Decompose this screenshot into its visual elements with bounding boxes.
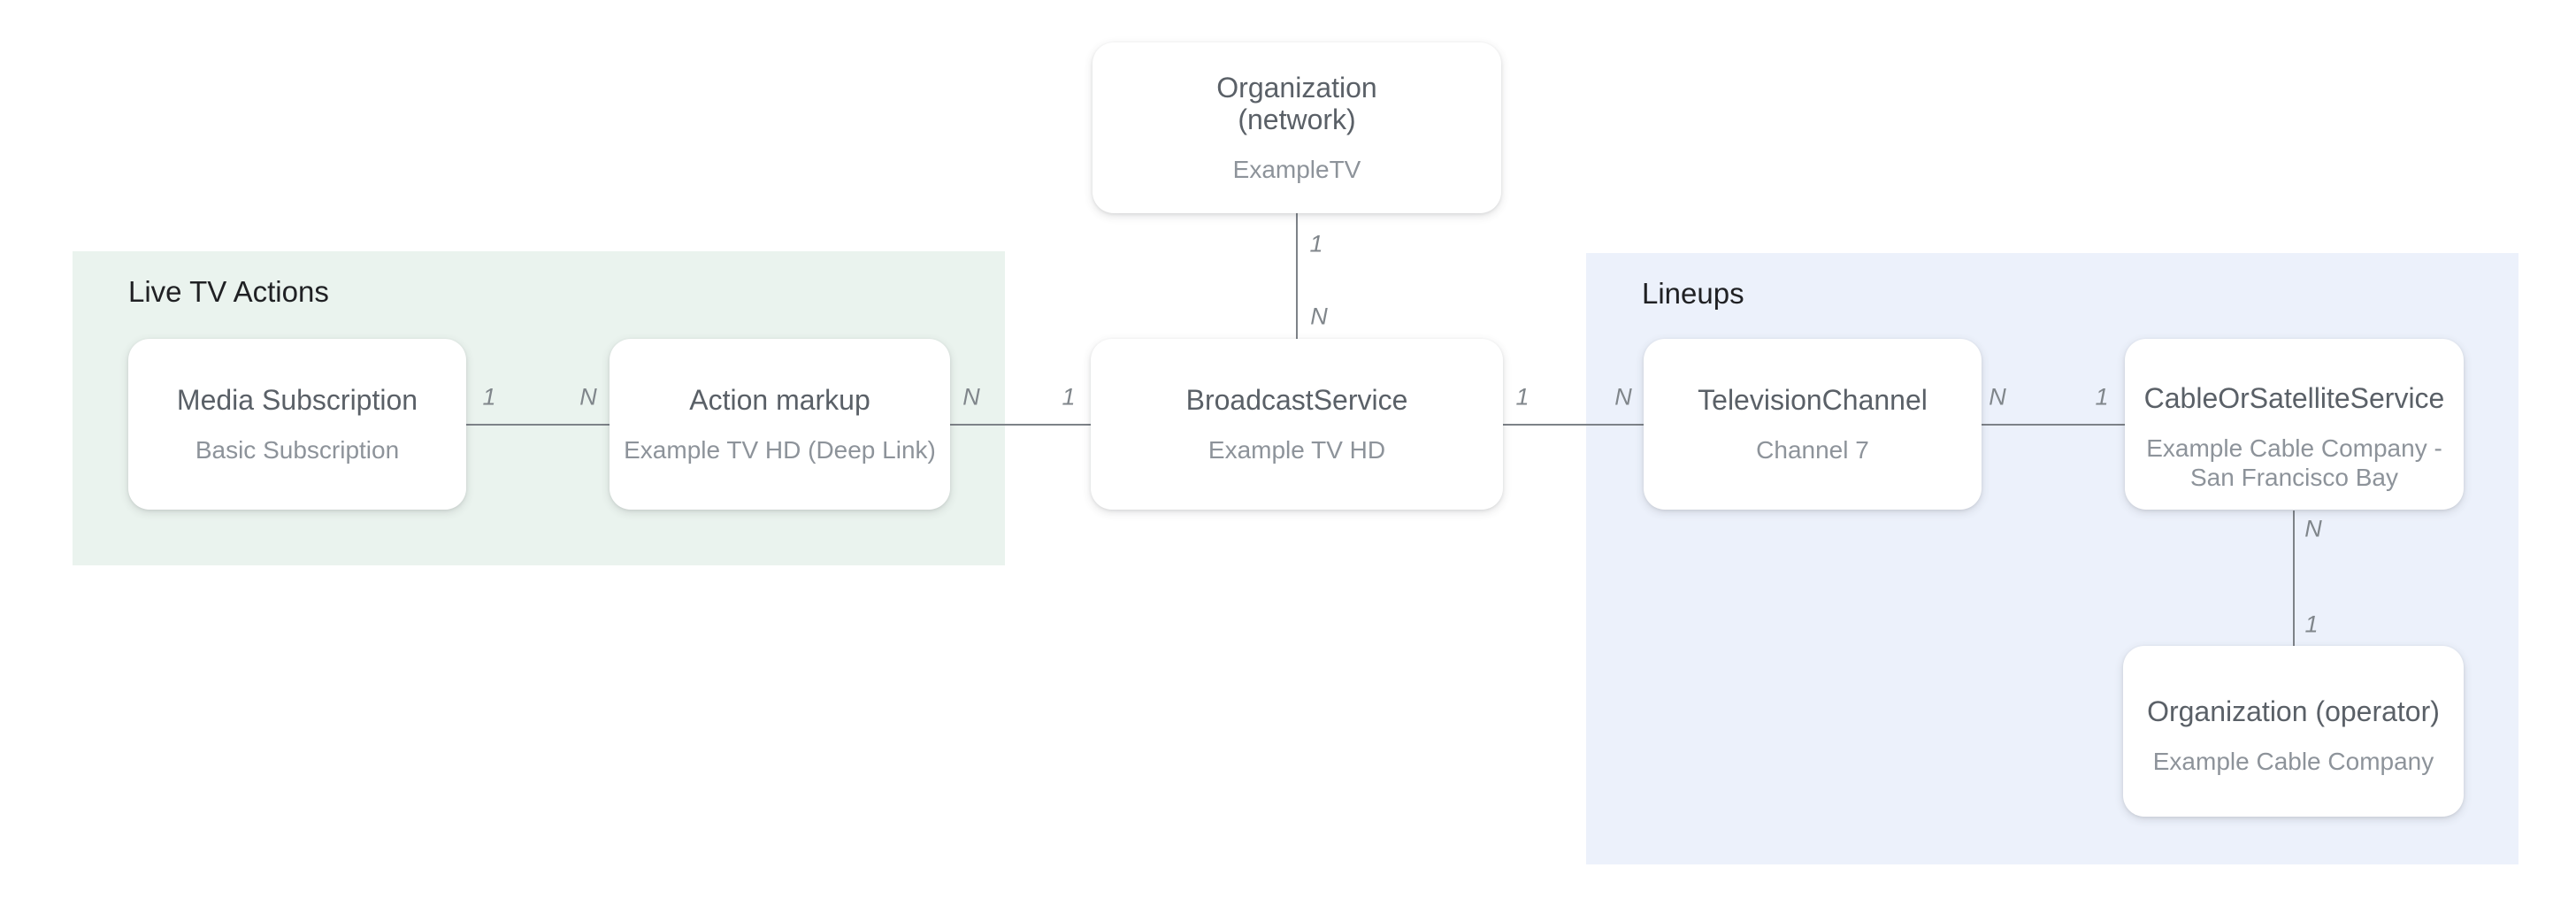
node-title: TelevisionChannel <box>1698 384 1928 416</box>
node-organization-operator: Organization (operator) Example Cable Co… <box>2123 646 2464 817</box>
edge-broadcast-service-to-television-channel <box>1503 424 1644 426</box>
node-cable-or-satellite-service: CableOrSatelliteService Example Cable Co… <box>2125 339 2464 510</box>
node-subtitle: Basic Subscription <box>195 436 400 464</box>
cardinality-label: 1 <box>1515 383 1530 411</box>
region-live-tv-actions-label: Live TV Actions <box>128 275 329 308</box>
edge-cable-or-satellite-to-organization-operator <box>2293 511 2295 646</box>
node-action-markup: Action markup Example TV HD (Deep Link) <box>610 339 950 510</box>
node-title: Action markup <box>689 384 870 416</box>
node-subtitle: Example Cable Company - San Francisco Ba… <box>2146 434 2442 491</box>
node-broadcast-service: BroadcastService Example TV HD <box>1091 339 1503 510</box>
cardinality-label: N <box>1989 383 2006 411</box>
node-subtitle: Example TV HD <box>1208 436 1386 464</box>
node-title: CableOrSatelliteService <box>2143 381 2445 414</box>
region-lineups-label: Lineups <box>1642 277 1744 310</box>
node-subtitle: ExampleTV <box>1232 156 1361 183</box>
node-subtitle: Example Cable Company <box>2152 748 2434 775</box>
cardinality-label: 1 <box>2095 383 2109 411</box>
cardinality-label: 1 <box>482 383 496 411</box>
edge-television-channel-to-cable-or-satellite <box>1982 424 2125 426</box>
node-title: Organization (network) <box>1216 72 1377 135</box>
node-title: BroadcastService <box>1185 384 1408 416</box>
cardinality-label: 1 <box>1309 230 1323 257</box>
cardinality-label: N <box>1614 383 1632 411</box>
cardinality-label: N <box>962 383 980 411</box>
cardinality-label: N <box>1310 303 1328 330</box>
node-title: Media Subscription <box>176 384 418 416</box>
edge-media-subscription-to-action-markup <box>466 424 610 426</box>
node-title: Organization (operator) <box>2147 695 2440 727</box>
edge-org-network-to-broadcast-service <box>1296 213 1298 339</box>
node-organization-network: Organization (network) ExampleTV <box>1092 42 1501 213</box>
node-subtitle: Channel 7 <box>1756 436 1869 464</box>
edge-action-markup-to-broadcast-service <box>950 424 1091 426</box>
cardinality-label: N <box>579 383 597 411</box>
cardinality-label: N <box>2304 515 2322 542</box>
node-media-subscription: Media Subscription Basic Subscription <box>128 339 466 510</box>
cardinality-label: 1 <box>1062 383 1076 411</box>
node-subtitle: Example TV HD (Deep Link) <box>624 436 936 464</box>
node-television-channel: TelevisionChannel Channel 7 <box>1644 339 1982 510</box>
cardinality-label: 1 <box>2304 610 2319 638</box>
